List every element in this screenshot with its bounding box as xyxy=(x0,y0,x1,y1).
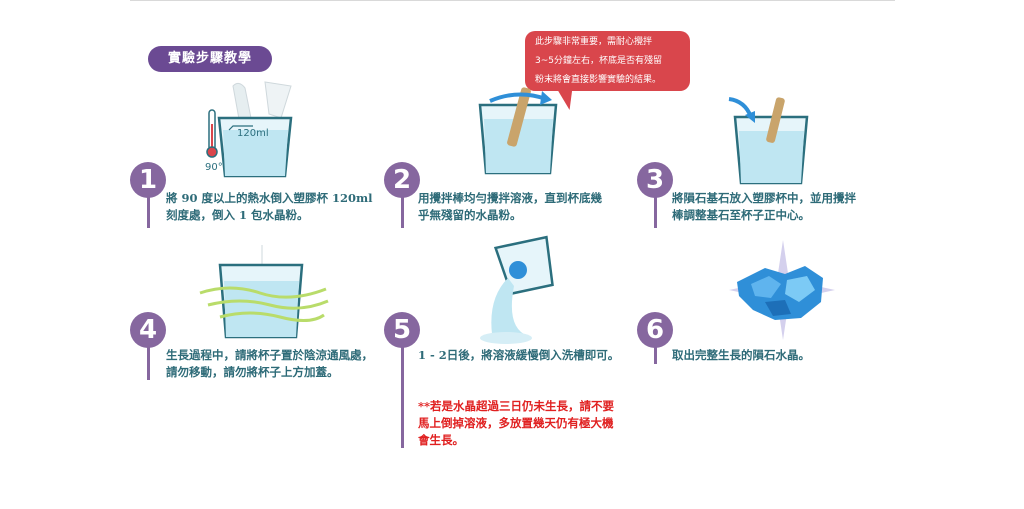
note-bubble: 此步驟非常重要，需耐心攪拌 3~5分鐘左右，杯底是否有殘留 粉末將會直接影響實驗… xyxy=(525,31,690,91)
stir-stick-icon xyxy=(766,97,785,143)
step-4-illustration xyxy=(199,245,329,339)
warning-line: 馬上倒掉溶液，多放置幾天仍有極大機 xyxy=(418,416,614,430)
cup-icon xyxy=(733,115,809,185)
stir-stick-icon xyxy=(507,87,531,147)
page-title: 實驗步驟教學 xyxy=(148,46,272,72)
temperature-label: 90° xyxy=(205,162,223,173)
step-1-illustration: 120ml 90° xyxy=(205,81,293,178)
step-3-text: 將隕石基石放入塑膠杯中，並用攪拌 棒調整基石至杯子正中心。 xyxy=(672,190,856,224)
step-4-text: 生長過程中，請將杯子置於陰涼通風處， 請勿移動，請勿將杯子上方加蓋。 xyxy=(166,347,373,381)
step-line: 請勿移動，請勿將杯子上方加蓋。 xyxy=(166,365,339,379)
crystal-icon xyxy=(737,266,823,320)
step-line: 刻度處，倒入 1 包水晶粉。 xyxy=(166,208,309,222)
crystal-icon xyxy=(509,261,527,279)
step-2-illustration xyxy=(478,87,558,175)
note-line: 3~5分鐘左右，杯底是否有殘留 xyxy=(535,56,662,66)
note-line: 此步驟非常重要，需耐心攪拌 xyxy=(535,37,653,47)
thermometer-icon xyxy=(206,109,218,158)
step-line: 用攪拌棒均勻攪拌溶液，直到杯底幾 xyxy=(418,191,602,205)
step-1-text: 將 90 度以上的熱水倒入塑膠杯 120ml 刻度處，倒入 1 包水晶粉。 xyxy=(166,190,373,224)
cup-icon xyxy=(218,263,304,339)
step-6-illustration xyxy=(729,240,835,340)
step-line: 將 90 度以上的熱水倒入塑膠杯 120ml xyxy=(166,191,373,205)
step-3-illustration xyxy=(728,97,809,185)
step-line: 取出完整生長的隕石水晶。 xyxy=(672,348,810,362)
warning-line: **若是水晶超過三日仍未生長，請不要 xyxy=(418,399,615,413)
step-divider xyxy=(401,342,404,448)
stir-arrow-icon xyxy=(489,92,547,103)
step-divider xyxy=(147,192,150,228)
step-5-text: 1 - 2日後，將溶液緩慢倒入洗槽即可。 xyxy=(418,347,619,364)
water-stream-icon xyxy=(491,278,528,339)
step-divider xyxy=(654,192,657,228)
note-line: 粉末將會直接影響實驗的結果。 xyxy=(535,75,662,85)
step-line: 棒調整基石至杯子正中心。 xyxy=(672,208,810,222)
warning-line: 會生長。 xyxy=(418,433,464,447)
top-divider xyxy=(130,0,895,1)
volume-label: 120ml xyxy=(237,128,269,139)
step-2-text: 用攪拌棒均勻攪拌溶液，直到杯底幾 乎無殘留的水晶粉。 xyxy=(418,190,602,224)
step-divider xyxy=(654,342,657,364)
cup-icon xyxy=(217,116,293,178)
step-6-text: 取出完整生長的隕石水晶。 xyxy=(672,347,810,364)
step-5-illustration xyxy=(480,235,554,344)
step-number-badge: 5 xyxy=(384,312,420,348)
step-line: 生長過程中，請將杯子置於陰涼通風處， xyxy=(166,348,373,362)
step-divider xyxy=(401,192,404,228)
warning-text: **若是水晶超過三日仍未生長，請不要 馬上倒掉溶液，多放置幾天仍有極大機 會生長… xyxy=(418,398,614,449)
step-line: 將隕石基石放入塑膠杯中，並用攪拌 xyxy=(672,191,856,205)
step-divider xyxy=(147,342,150,380)
airflow-icon xyxy=(199,286,329,322)
step-line: 乎無殘留的水晶粉。 xyxy=(418,208,522,222)
step-line: 1 - 2日後，將溶液緩慢倒入洗槽即可。 xyxy=(418,348,620,362)
